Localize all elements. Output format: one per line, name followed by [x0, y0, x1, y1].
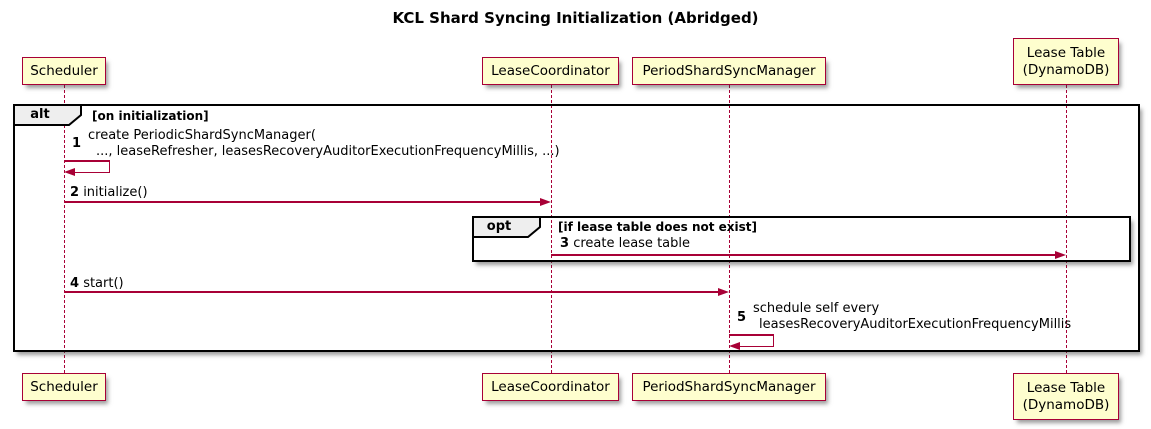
- opt-condition: [if lease table does not exist]: [558, 220, 758, 234]
- message-1-line2: ..., leaseRefresher, leasesRecoveryAudit…: [96, 144, 560, 159]
- message-5-self-line-bottom: [738, 345, 774, 347]
- lifeline-leasecoordinator: [551, 85, 552, 373]
- message-2-label: initialize(): [83, 185, 148, 200]
- message-3-label: create lease table: [573, 236, 690, 251]
- lifeline-periodshardsyncmanager: [729, 85, 730, 373]
- message-1-self-line-top: [64, 160, 110, 162]
- lifeline-leasetable: [1066, 85, 1067, 373]
- message-2-number: 2: [70, 185, 80, 200]
- message-5-self-line-right: [772, 334, 774, 347]
- message-5-line2: leasesRecoveryAuditorExecutionFrequencyM…: [759, 317, 1072, 332]
- participant-periodshardsyncmanager-top: PeriodShardSyncManager: [632, 57, 826, 85]
- participant-label-line1: Lease Table: [1026, 44, 1106, 61]
- message-1-self-line-bottom: [73, 171, 110, 173]
- alt-keyword: alt: [30, 107, 50, 122]
- alt-frame-pentagon: [13, 104, 82, 126]
- message-3-arrowhead: [1055, 250, 1066, 259]
- message-4-label: start(): [83, 276, 124, 291]
- opt-frame-pentagon: [472, 216, 541, 238]
- message-2-arrowhead: [540, 197, 551, 206]
- message-1-number: 1: [72, 136, 82, 151]
- opt-keyword: opt: [486, 219, 512, 234]
- message-5-line1: schedule self every: [753, 301, 880, 316]
- participant-label: LeaseCoordinator: [491, 62, 610, 79]
- message-5-number: 5: [737, 310, 747, 325]
- message-1-arrowhead: [64, 168, 75, 176]
- participant-label: Scheduler: [30, 378, 98, 395]
- participant-label: LeaseCoordinator: [491, 378, 610, 395]
- participant-leasetable-bottom: Lease Table (DynamoDB): [1013, 373, 1119, 420]
- message-4-text: 4 start(): [70, 276, 124, 292]
- message-4-arrow-line: [64, 291, 718, 293]
- message-5-self-line-top: [729, 334, 774, 336]
- message-5-arrowhead: [729, 342, 740, 350]
- participant-leasecoordinator-top: LeaseCoordinator: [482, 57, 619, 85]
- message-4-arrowhead: [718, 287, 729, 296]
- message-3-number: 3: [560, 236, 570, 251]
- participant-label-line1: Lease Table: [1026, 379, 1106, 396]
- message-2-text: 2 initialize(): [70, 185, 148, 201]
- participant-label: PeriodShardSyncManager: [642, 62, 816, 79]
- participant-label-line2: (DynamoDB): [1022, 61, 1110, 78]
- opt-frame: [472, 216, 1131, 262]
- message-3-arrow-line: [551, 254, 1055, 256]
- message-1-self-line-right: [108, 160, 110, 173]
- participant-label: PeriodShardSyncManager: [642, 378, 816, 395]
- lifeline-scheduler: [64, 85, 65, 373]
- participant-periodshardsyncmanager-bottom: PeriodShardSyncManager: [632, 373, 826, 401]
- message-1-text: create PeriodicShardSyncManager( ..., le…: [88, 128, 560, 160]
- message-1-line1: create PeriodicShardSyncManager(: [88, 128, 316, 143]
- alt-condition: [on initialization]: [92, 109, 209, 123]
- message-5-text: schedule self every leasesRecoveryAudito…: [753, 301, 1071, 333]
- message-3-text: 3 create lease table: [560, 236, 690, 252]
- participant-leasetable-top: Lease Table (DynamoDB): [1013, 38, 1119, 85]
- participant-label-line2: (DynamoDB): [1022, 396, 1110, 413]
- participant-scheduler-bottom: Scheduler: [22, 373, 106, 401]
- message-2-arrow-line: [64, 201, 542, 203]
- message-4-number: 4: [70, 276, 80, 291]
- participant-label: Scheduler: [30, 62, 98, 79]
- participant-scheduler-top: Scheduler: [22, 57, 106, 85]
- alt-frame: [13, 104, 1140, 352]
- diagram-title: KCL Shard Syncing Initialization (Abridg…: [392, 9, 759, 27]
- participant-leasecoordinator-bottom: LeaseCoordinator: [482, 373, 619, 401]
